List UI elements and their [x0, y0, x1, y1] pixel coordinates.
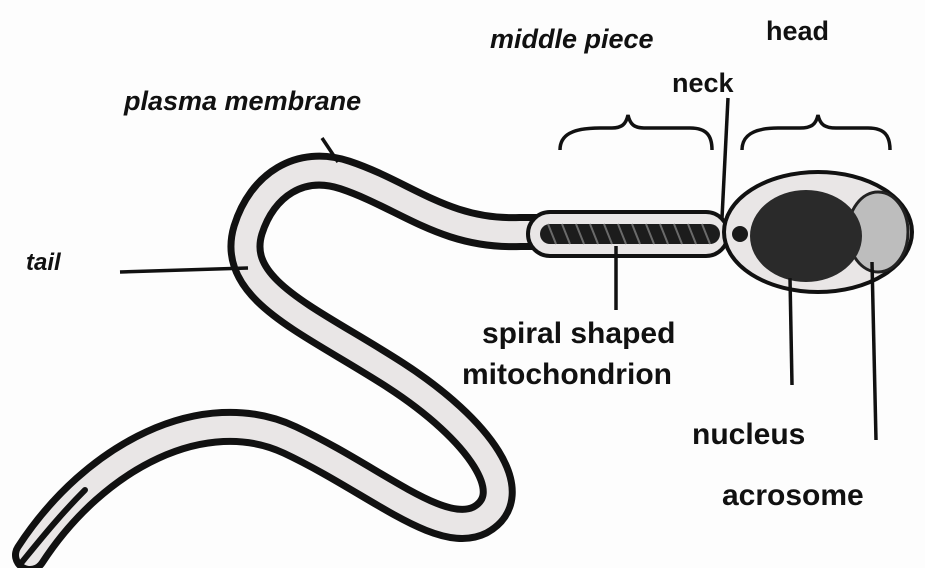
- tail-label: tail: [26, 249, 62, 276]
- middle-piece-label: middle piece: [490, 24, 654, 54]
- neck-centriole: [732, 226, 748, 242]
- head-brace: [742, 115, 890, 150]
- spiral-label-line2: mitochondrion: [462, 358, 672, 391]
- acrosome-leader: [872, 262, 876, 440]
- neck-label: neck: [672, 68, 735, 98]
- middle-piece-brace: [560, 115, 712, 150]
- tail-leader: [120, 268, 248, 272]
- nucleus-shape: [750, 190, 862, 282]
- head-label: head: [766, 16, 829, 46]
- plasma-membrane-label: plasma membrane: [123, 86, 361, 116]
- acrosome-label: acrosome: [722, 479, 864, 512]
- nucleus-leader: [790, 278, 792, 385]
- neck-leader: [722, 98, 728, 218]
- nucleus-label: nucleus: [692, 418, 805, 451]
- spiral-label-line1: spiral shaped: [482, 317, 675, 350]
